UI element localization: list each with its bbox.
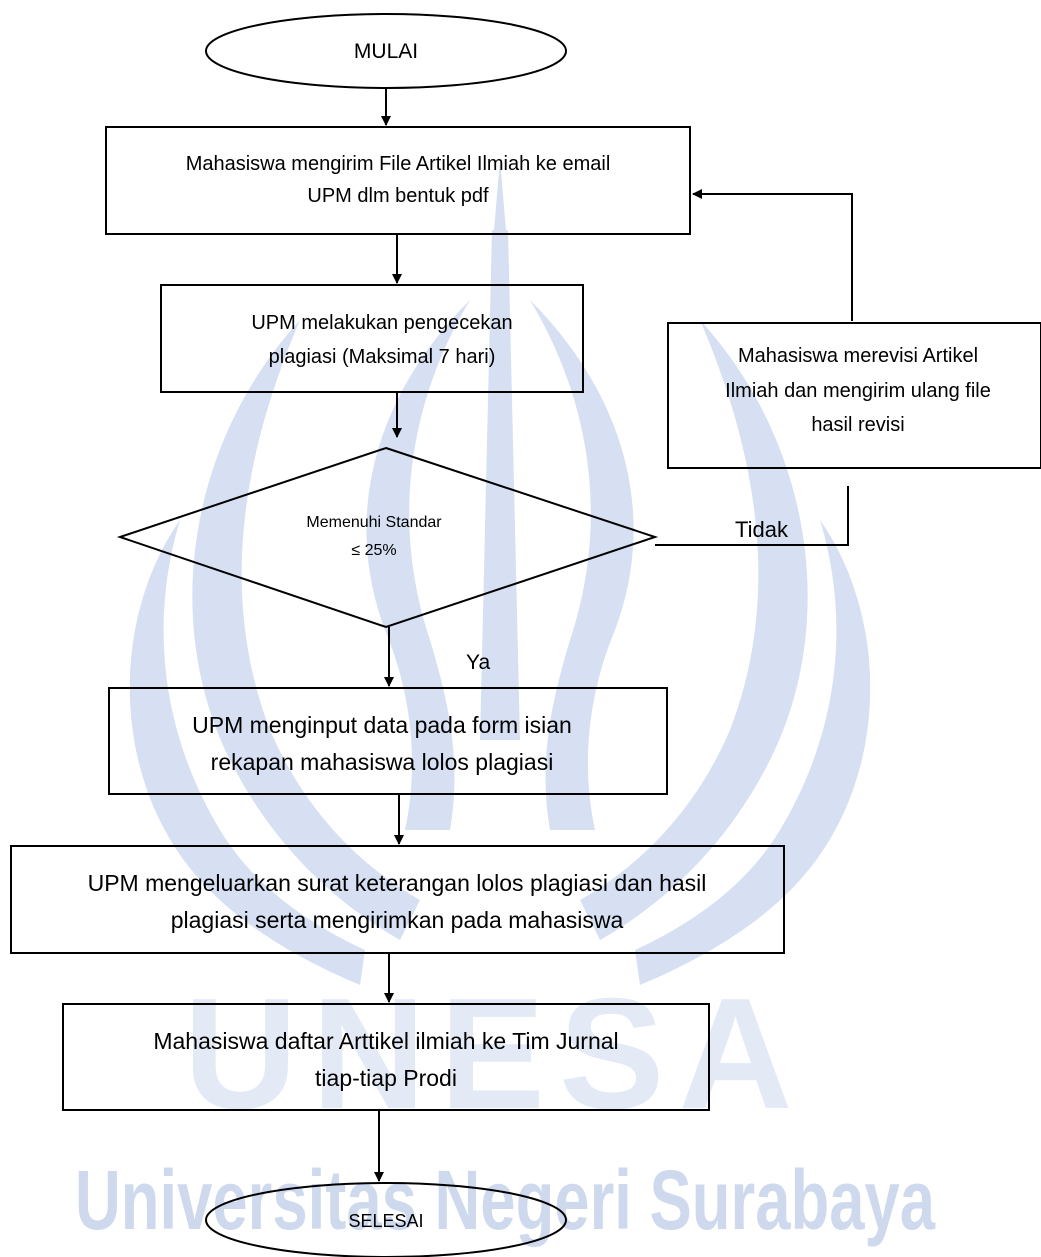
connector-no-to-revise bbox=[655, 486, 849, 546]
step-send-article-line2: UPM dlm bentuk pdf bbox=[307, 185, 489, 207]
step-input-data-box bbox=[108, 687, 668, 795]
arrow-revise-to-step1 bbox=[692, 189, 853, 321]
step-certificate-box bbox=[10, 845, 785, 954]
step-certificate-line1: UPM mengeluarkan surat keterangan lolos … bbox=[88, 870, 707, 896]
decision-diamond bbox=[116, 446, 659, 629]
step-send-article-box bbox=[105, 126, 691, 235]
end-label: SELESAI bbox=[348, 1211, 423, 1231]
step-input-data-line2: rekapan mahasiswa lolos plagiasi bbox=[211, 749, 554, 775]
watermark-emblem-icon bbox=[129, 160, 871, 985]
step-plagiarism-check-box bbox=[160, 284, 584, 393]
step-send-article-line1: Mahasiswa mengirim File Artikel Ilmiah k… bbox=[186, 153, 611, 175]
revise-line1: Mahasiswa merevisi Artikel bbox=[738, 345, 978, 367]
revise-box bbox=[667, 322, 1041, 469]
step-register-line1: Mahasiswa daftar Arttikel ilmiah ke Tim … bbox=[153, 1028, 618, 1054]
step-plagiarism-check-line2: plagiasi (Maksimal 7 hari) bbox=[269, 346, 496, 368]
watermark: UNESA Universitas Negeri Surabaya bbox=[75, 160, 936, 1247]
decision-line2: ≤ 25% bbox=[351, 542, 396, 559]
step-register-line2: tiap-tiap Prodi bbox=[315, 1065, 457, 1091]
revise-line3: hasil revisi bbox=[811, 414, 904, 436]
start-label: MULAI bbox=[354, 40, 418, 63]
yes-label: Ya bbox=[466, 651, 490, 674]
end-terminator bbox=[205, 1182, 567, 1257]
no-label: Tidak bbox=[735, 517, 789, 542]
decision-line1: Memenuhi Standar bbox=[306, 514, 442, 531]
revise-line2: Ilmiah dan mengirim ulang file bbox=[725, 380, 991, 402]
watermark-university-name: Universitas Negeri Surabaya bbox=[75, 1153, 936, 1247]
watermark-acronym: UNESA bbox=[183, 966, 806, 1142]
step-plagiarism-check-line1: UPM melakukan pengecekan bbox=[251, 312, 512, 334]
step-certificate-line2: plagiasi serta mengirimkan pada mahasisw… bbox=[171, 907, 624, 933]
step-register-box bbox=[62, 1003, 710, 1111]
step-input-data-line1: UPM menginput data pada form isian bbox=[192, 712, 572, 738]
